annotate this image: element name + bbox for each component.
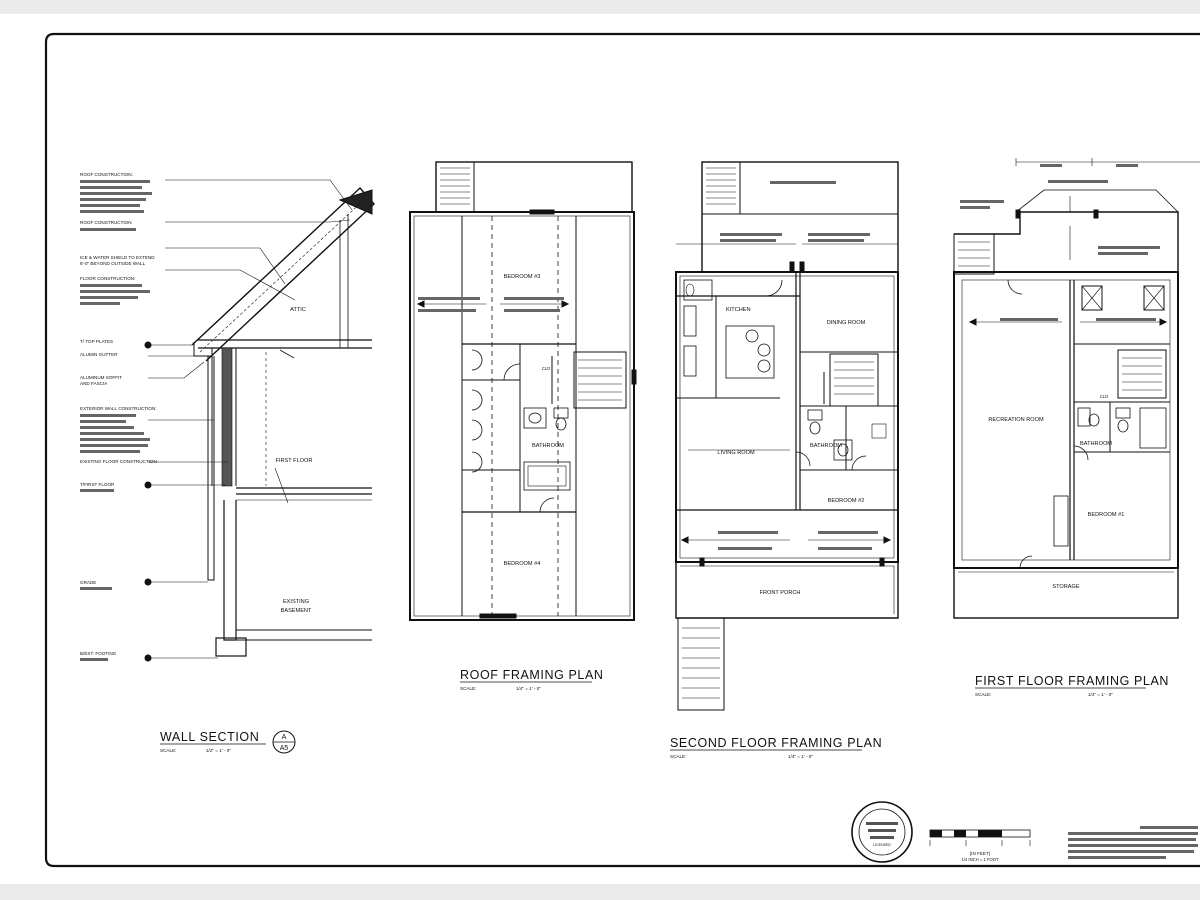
label-first-floor: FIRST FLOOR — [276, 458, 313, 464]
wall-section-notes: ROOF CONSTRUCTION: ROOF CONSTRUCTION ICE… — [80, 172, 312, 661]
title-first-floor: FIRST FLOOR FRAMING PLAN — [975, 674, 1169, 688]
room-clo-first: CLO — [1100, 394, 1109, 399]
section-marker: A A5 — [272, 730, 296, 754]
note-ceiling-construction: ROOF CONSTRUCTION — [80, 220, 132, 225]
engineer-seal: LICENSED — [851, 801, 913, 863]
note-ice-shield: ICE & WATER SHIELD TO EXTEND — [80, 255, 155, 260]
scale-roof: 1/4" = 1' - 0" — [516, 686, 541, 691]
title-second-floor: SECOND FLOOR FRAMING PLAN — [670, 736, 882, 750]
note-grade: GRADE — [80, 580, 96, 585]
roof-framing-plan — [409, 161, 637, 621]
room-front-porch: FRONT PORCH — [760, 590, 801, 596]
room-bathroom-first: BATHROOM — [1080, 441, 1112, 447]
first-plan-labels: RECREATION ROOM BATHROOM BEDROOM #1 CLO … — [960, 164, 1160, 590]
room-recreation: RECREATION ROOM — [988, 417, 1044, 423]
scale-bar-sub: 1/4 INCH = 1 FOOT — [961, 857, 999, 862]
scale-second: 1/4" = 1' - 0" — [788, 754, 813, 759]
note-t-first-floor: T/FIRST FLOOR — [80, 482, 115, 487]
room-bathroom-second: BATHROOM — [810, 443, 842, 449]
second-plan-labels: KITCHEN DINING ROOM LIVING ROOM BATHROOM… — [717, 181, 878, 596]
title-wall-section: WALL SECTION — [160, 730, 259, 744]
note-floor-construction: FLOOR CONSTRUCTION: — [80, 276, 135, 281]
scale-label-wall: SCALE: — [160, 748, 176, 753]
wall-section-drawing — [144, 179, 375, 662]
room-dining: DINING ROOM — [827, 320, 866, 326]
note-soffit: ALUMINUM SOFFIT — [80, 375, 122, 380]
room-living: LIVING ROOM — [717, 450, 755, 456]
paper — [0, 14, 1200, 884]
scale-label-second: SCALE: — [670, 754, 686, 759]
room-bedroom2: BEDROOM #2 — [828, 498, 865, 504]
title-roof-framing: ROOF FRAMING PLAN — [460, 668, 604, 682]
room-storage: STORAGE — [1052, 584, 1080, 590]
note-roof-construction: ROOF CONSTRUCTION: — [80, 172, 133, 177]
label-attic: ATTIC — [290, 307, 306, 313]
note-ext-wall: EXTERIOR WALL CONSTRUCTION: — [80, 406, 156, 411]
note-existing-floor: EXISTING FLOOR CONSTRUCTION — [80, 459, 157, 464]
label-existing: EXISTING — [283, 599, 309, 605]
room-bedroom4: BEDROOM #4 — [504, 561, 541, 567]
note-gutter: ALUMIN GUTTER — [80, 352, 118, 357]
first-floor-plan — [953, 158, 1200, 619]
marker-bottom: A5 — [280, 745, 289, 752]
second-floor-plan — [675, 161, 899, 711]
scale-bar-label: (IN FEET) — [970, 851, 991, 856]
note-top-plates: T/ TOP PLATES — [80, 339, 113, 344]
marker-top: A — [282, 734, 287, 741]
scale-label-first: SCALE: — [975, 692, 991, 697]
note-soffit-2: AND FASCIA — [80, 381, 108, 386]
scale-first: 1/4" = 1' - 0" — [1088, 692, 1113, 697]
graphic-scale-bar: (IN FEET) 1/4 INCH = 1 FOOT — [929, 829, 1031, 862]
room-bathroom-roof: BATHROOM — [532, 443, 564, 449]
roof-plan-labels: BEDROOM #3 BEDROOM #4 BATHROOM CLO — [418, 274, 564, 567]
seal-text: LICENSED — [873, 843, 891, 847]
note-ice-shield-2: 6'-0" BEYOND OUTSIDE WALL — [80, 261, 146, 266]
room-clo-roof: CLO — [542, 366, 551, 371]
room-kitchen: KITCHEN — [726, 307, 751, 313]
general-notes-block — [1068, 826, 1198, 859]
scale-wall-section: 1/2" = 1' - 0" — [206, 748, 231, 753]
sheet-border — [44, 32, 1200, 868]
room-bedroom3: BEDROOM #3 — [504, 274, 541, 280]
note-footing: B/EXT. FOOTING — [80, 651, 117, 656]
label-basement: BASEMENT — [281, 608, 312, 614]
scale-label-roof: SCALE: — [460, 686, 476, 691]
room-bedroom1: BEDROOM #1 — [1088, 512, 1125, 518]
